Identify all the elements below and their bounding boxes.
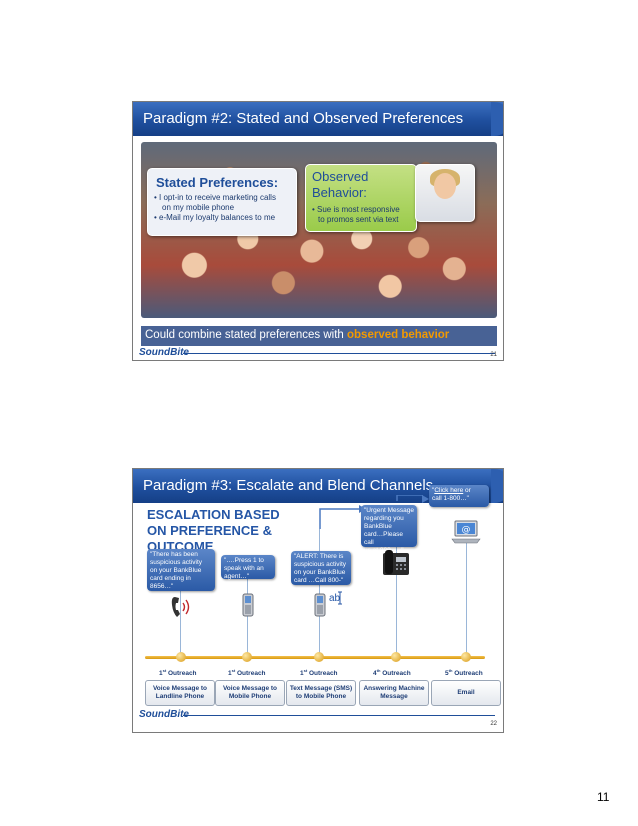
timeline-node [314, 652, 324, 662]
observed-behavior-callout: Observed Behavior: • Sue is most respons… [305, 164, 417, 232]
handout-page-number: 11 [597, 790, 610, 804]
outreach-label: 4th Outreach [373, 668, 411, 678]
connector-line [319, 529, 320, 653]
observed-heading: Observed Behavior: [312, 169, 369, 200]
footer-rule [183, 715, 495, 716]
footer-rule [183, 353, 495, 354]
sms-phone-icon [314, 593, 326, 617]
escalation-arrows [319, 495, 429, 529]
soundbite-logo: SoundBite [139, 709, 189, 720]
slide-21: Paradigm #2: Stated and Observed Prefere… [132, 101, 504, 361]
answering-machine-icon [383, 550, 409, 575]
slide-title: Paradigm #2: Stated and Observed Prefere… [143, 110, 464, 127]
banner-highlight: observed behavior [347, 329, 450, 341]
timeline-node [242, 652, 252, 662]
outreach-label: 1st Outreach [228, 668, 266, 678]
timeline-node [461, 652, 471, 662]
slide-page-number: 22 [490, 721, 497, 727]
stated-heading: Stated Preferences: [156, 175, 279, 190]
connector-line [396, 545, 397, 653]
email-bubble: "Click here or call 1-800…" [429, 485, 489, 507]
slide-title: Paradigm #3: Escalate and Blend Channels [143, 477, 434, 494]
slide-title-bar: Paradigm #2: Stated and Observed Prefere… [133, 102, 503, 136]
channel-box-email: Email [431, 680, 501, 706]
slide-page-number: 21 [490, 352, 497, 358]
escalation-heading: ESCALATION BASED ON PREFERENCE & OUTCOME [147, 507, 280, 554]
woman-texting-photo [415, 164, 475, 222]
sms-text-icon: ab [329, 593, 341, 604]
laptop-email-icon: @ [451, 520, 481, 544]
stated-preferences-callout: Stated Preferences: • I opt-in to receiv… [147, 168, 297, 236]
connector-line [466, 541, 467, 653]
timeline-node [176, 652, 186, 662]
slide-22: Paradigm #3: Escalate and Blend Channels… [132, 468, 504, 733]
svg-text:@: @ [462, 525, 471, 535]
connector-line [180, 587, 181, 653]
channel-box-sms: Text Message (SMS)to Mobile Phone [286, 680, 356, 706]
observed-line: to promos sent via text [318, 215, 399, 224]
outreach-label: 5th Outreach [445, 668, 483, 678]
outreach-label: 1st Outreach [300, 668, 338, 678]
text-cursor-icon [338, 591, 342, 605]
banner-text: Could combine stated preferences with [145, 329, 347, 341]
bottom-banner: Could combine stated preferences with ob… [141, 326, 497, 346]
click-here-link[interactable]: Click here [434, 487, 464, 494]
outreach-label: 1st Outreach [159, 668, 197, 678]
mobile-phone-icon [242, 593, 254, 617]
soundbite-logo: SoundBite [139, 347, 189, 358]
stated-line: on my mobile phone [162, 203, 235, 212]
stated-line: • I opt-in to receive marketing calls [154, 193, 276, 202]
stated-line: • e-Mail my loyalty balances to me [154, 213, 276, 222]
timeline-node [391, 652, 401, 662]
observed-line: • Sue is most responsive [312, 205, 400, 214]
landline-phone-icon [171, 597, 190, 617]
